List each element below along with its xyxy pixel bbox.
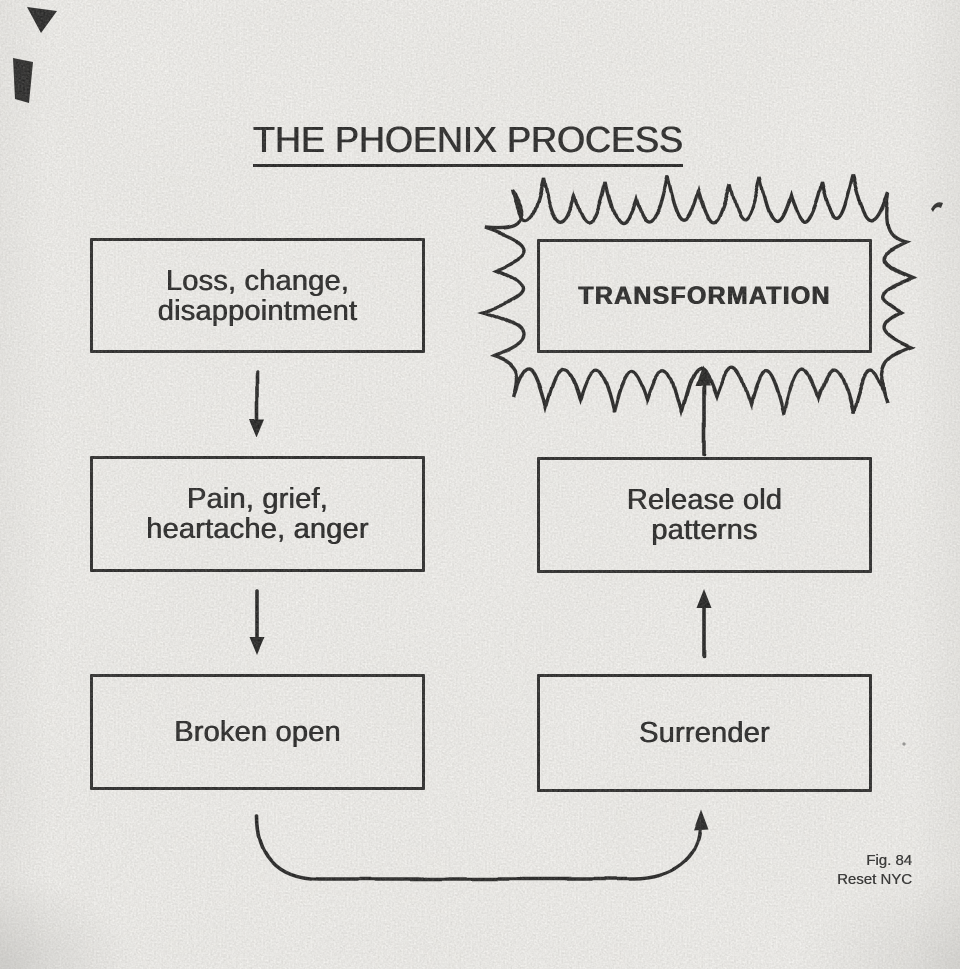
arrow-broken-to-surrender bbox=[255, 809, 709, 881]
figure-number: Fig. 84 bbox=[866, 852, 912, 869]
node-transformation: TRANSFORMATION bbox=[537, 239, 872, 353]
node-pain-grief-heartache-anger: Pain, grief, heartache, anger bbox=[90, 456, 425, 572]
ink-mark-top-left bbox=[27, 7, 57, 33]
node-surrender: Surrender bbox=[537, 674, 872, 792]
node-broken-open: Broken open bbox=[90, 674, 425, 790]
ink-mark-left-edge bbox=[13, 58, 33, 103]
node-label: Broken open bbox=[174, 716, 341, 748]
speck bbox=[902, 742, 906, 746]
node-label: TRANSFORMATION bbox=[578, 282, 831, 310]
arrow-loss-to-pain bbox=[249, 370, 265, 437]
scan-artifact-marks bbox=[13, 7, 943, 746]
node-label: Pain, grief, heartache, anger bbox=[146, 483, 369, 545]
node-loss-change-disappointment: Loss, change, disappointment bbox=[90, 238, 425, 353]
arrow-surrender-to-release bbox=[696, 589, 712, 659]
arrow-pain-to-broken bbox=[249, 589, 265, 655]
figure-title: THE PHOENIX PROCESS bbox=[0, 119, 936, 167]
node-release-old-patterns: Release old patterns bbox=[537, 457, 872, 573]
figure-title-text: THE PHOENIX PROCESS bbox=[252, 119, 684, 167]
figure-caption: Fig. 84 Reset NYC bbox=[837, 851, 912, 889]
figure-credit: Reset NYC bbox=[836, 871, 912, 888]
node-label: Release old patterns bbox=[626, 484, 783, 546]
node-label: Surrender bbox=[639, 717, 770, 749]
node-label: Loss, change, disappointment bbox=[157, 264, 358, 327]
tick-mark-right-edge bbox=[931, 202, 943, 212]
